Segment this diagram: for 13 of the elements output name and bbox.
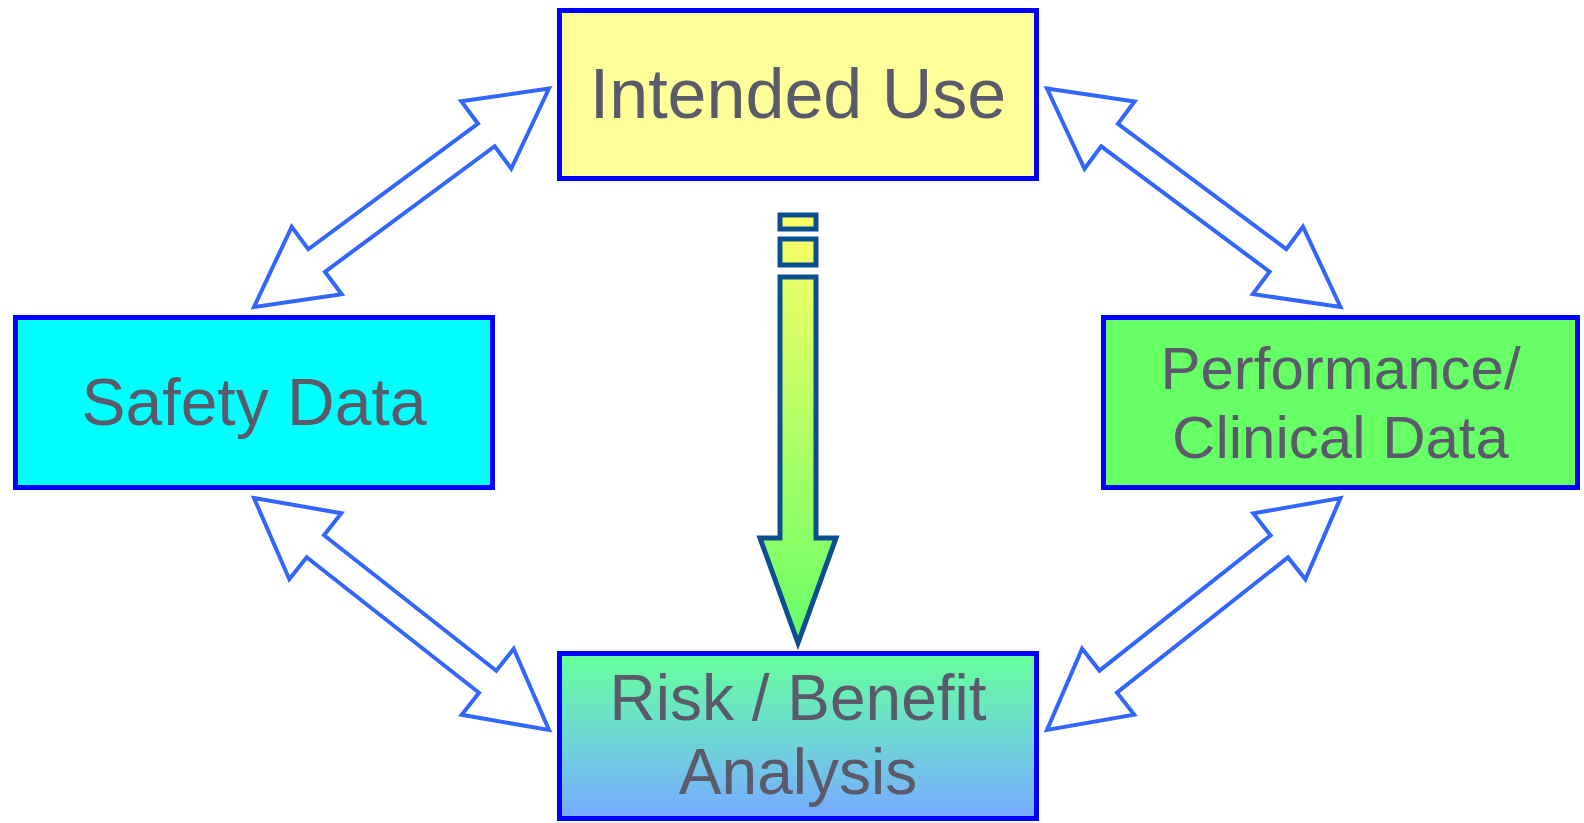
box-label: Intended Use bbox=[588, 57, 1008, 132]
block-arrow bbox=[756, 212, 840, 651]
block-arrow bbox=[1043, 86, 1344, 310]
process-box bbox=[13, 315, 495, 490]
process-box bbox=[1101, 315, 1580, 490]
box-label: Safety Data bbox=[80, 367, 428, 438]
process-box bbox=[557, 8, 1039, 181]
process-box bbox=[557, 651, 1039, 821]
block-arrow bbox=[250, 495, 553, 733]
box-label: Risk / Benefit Analysis bbox=[608, 662, 988, 810]
block-arrow bbox=[250, 86, 553, 310]
box-label: Performance/ Clinical Data bbox=[1159, 333, 1522, 472]
block-arrow bbox=[1043, 495, 1344, 733]
